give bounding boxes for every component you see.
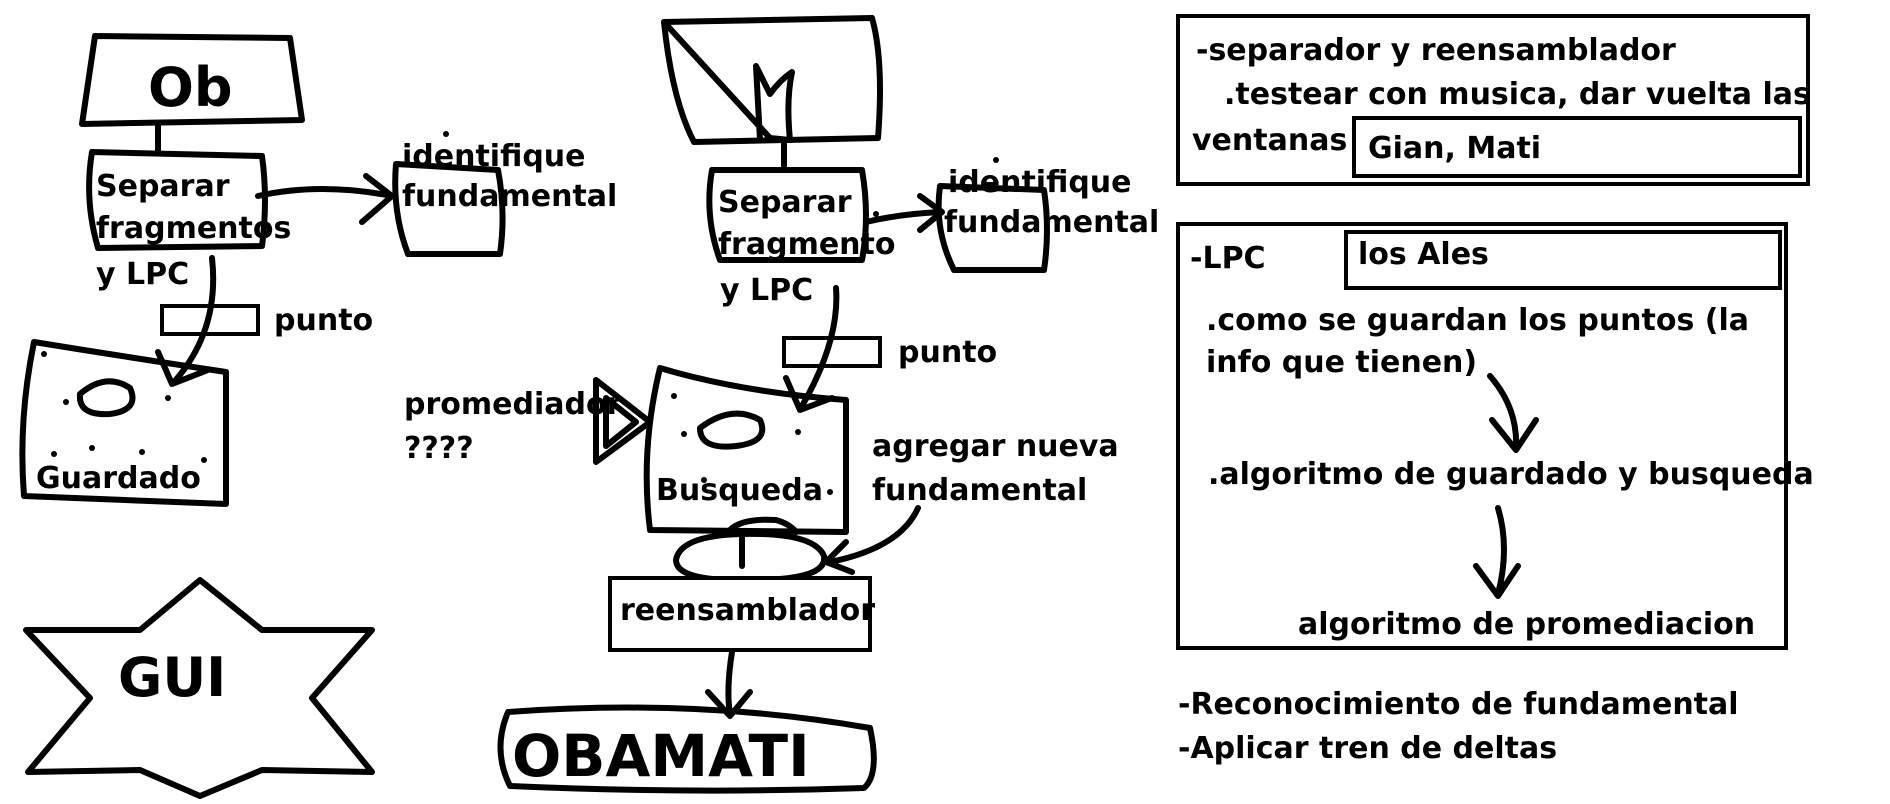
separar-label-center-3: y LPC — [720, 273, 813, 308]
panel-2-line-3: .algoritmo de guardado y busqueda — [1208, 457, 1814, 492]
identifique-label-center-1: identifique — [948, 165, 1132, 200]
separar-label-left-2: fragmentos — [96, 211, 291, 246]
promediador-arrow — [593, 377, 653, 465]
panel-2-assignee-box — [1344, 230, 1782, 290]
identifique-label-center-2: fundamental — [944, 205, 1159, 240]
gui-star: GUI — [23, 577, 375, 799]
panel-2-line-4: algoritmo de promediacion — [1298, 607, 1755, 642]
identifique-label-left-2: fundamental — [402, 179, 617, 214]
gui-star-shape — [23, 577, 375, 799]
reensamblador-box — [608, 576, 872, 652]
arrow-to-identifique-center — [863, 193, 945, 233]
busqueda-box — [643, 365, 849, 535]
panel-1-assignee: Gian, Mati — [1368, 131, 1541, 166]
agregar-label-2: fundamental — [872, 473, 1087, 508]
obamati-box — [497, 704, 877, 794]
gui-label: GUI — [118, 646, 226, 709]
panel-1-assignee-box — [1352, 116, 1802, 178]
bottom-note-1: -Reconocimiento de fundamental — [1178, 687, 1739, 722]
agregar-arrow — [823, 505, 921, 575]
reensamblador-label: reensamblador — [620, 593, 875, 628]
punto-label-center: punto — [898, 335, 997, 370]
task-panel-separador: -separador y reensamblador .testear con … — [1176, 14, 1811, 186]
separar-box-center — [706, 167, 869, 263]
panel-2-title: -LPC — [1190, 241, 1266, 276]
arrow-to-identifique-left — [255, 173, 395, 225]
promediador-label-1: promediador — [404, 387, 622, 422]
obamati-label: OBAMATI — [512, 722, 810, 790]
agregar-label-1: agregar nueva — [872, 429, 1119, 464]
arrow-to-obamati — [705, 649, 753, 719]
separar-label-left-1: Separar — [96, 169, 230, 204]
guardado-inner-shape — [76, 378, 136, 418]
separar-label-center-1: Separar — [718, 185, 852, 220]
panel-2-arrow-2 — [1473, 505, 1521, 599]
identifique-label-left-1: identifique — [402, 139, 586, 174]
panel-2-line-2: info que tienen) — [1206, 345, 1477, 380]
separar-box-left — [86, 149, 268, 251]
center-flow: Separar fragmento y LPC identifique fund… — [404, 15, 1159, 794]
busqueda-label: Busqueda — [656, 473, 823, 508]
panel-1-line-2: .testear con musica, dar vuelta las — [1224, 77, 1811, 112]
reensamblador-ellipse — [673, 530, 828, 584]
separar-label-left-3: y LPC — [96, 257, 189, 292]
promediador-label-2: ???? — [404, 431, 474, 466]
center-top-shape — [661, 15, 883, 145]
ob-box — [79, 33, 305, 127]
punto-label-left: punto — [274, 303, 373, 338]
busqueda-inner-shape — [697, 410, 766, 450]
left-flow: Ob Separar fragmentos y LPC identifique … — [19, 33, 617, 507]
guardado-box — [19, 339, 229, 507]
bottom-notes: -Reconocimiento de fundamental -Aplicar … — [1178, 687, 1739, 766]
identifique-box-left — [392, 161, 506, 257]
ob-label: Ob — [148, 56, 233, 119]
panel-1-line-1: -separador y reensamblador — [1196, 33, 1676, 68]
guardado-label: Guardado — [36, 461, 201, 496]
task-panel-lpc: -LPC los Ales .como se guardan los punto… — [1176, 222, 1814, 650]
panel-2-arrow-1 — [1487, 373, 1539, 453]
separar-label-center-2: fragmento — [718, 227, 895, 262]
panel-2-line-1: .como se guardan los puntos (la — [1206, 303, 1749, 338]
bottom-note-2: -Aplicar tren de deltas — [1178, 731, 1557, 766]
panel-2-assignee: los Ales — [1358, 237, 1489, 272]
panel-1-line-3: ventanas — [1192, 123, 1347, 158]
arrow-to-busqueda — [783, 285, 840, 413]
identifique-box-center — [935, 183, 1050, 273]
